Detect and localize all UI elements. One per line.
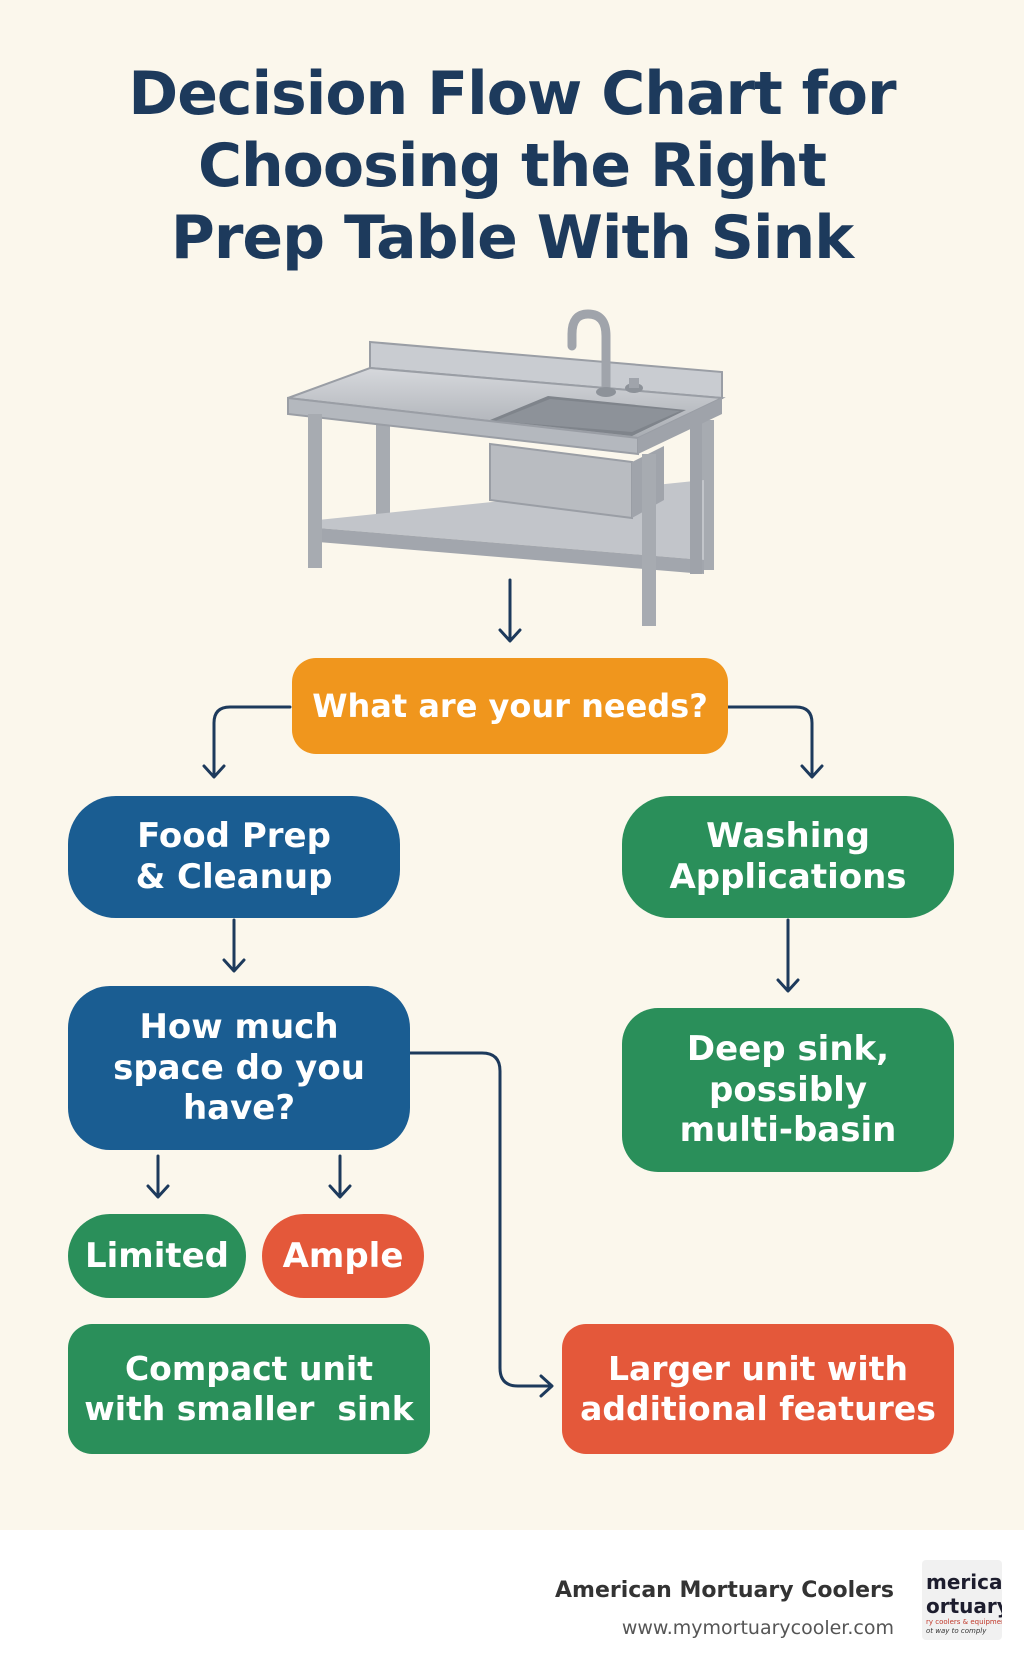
- logo-text-line-1: merican: [926, 1570, 1002, 1594]
- connector-arrows: [146, 578, 824, 1398]
- deep-sink-label-1: Deep sink,: [686, 1028, 890, 1069]
- washing-label-2: Applications: [669, 857, 907, 897]
- compact-unit-node: Compact unit with smaller sink: [68, 1324, 430, 1454]
- limited-node: Limited: [68, 1214, 246, 1298]
- washing-label-1: Washing: [706, 816, 870, 857]
- brand-name: American Mortuary Coolers: [555, 1578, 894, 1603]
- brand-url[interactable]: www.mymortuarycooler.com: [621, 1617, 894, 1639]
- page-title: Decision Flow Chart for Choosing the Rig…: [0, 58, 1024, 274]
- title-line-1: Decision Flow Chart for: [128, 59, 896, 129]
- compact-unit-label-1: Compact unit: [124, 1349, 374, 1389]
- logo-text-line-2: ortuary: [926, 1594, 1002, 1618]
- brand-block: American Mortuary Coolers www.mymortuary…: [555, 1578, 894, 1639]
- food-prep-label-2: & Cleanup: [135, 857, 333, 897]
- food-prep-node: Food Prep & Cleanup: [68, 796, 400, 918]
- limited-label: Limited: [84, 1235, 230, 1276]
- needs-node: What are your needs?: [292, 658, 728, 754]
- larger-unit-label-2: additional features: [580, 1389, 936, 1428]
- title-line-2: Choosing the Right: [197, 131, 827, 201]
- washing-node: Washing Applications: [622, 796, 954, 918]
- food-prep-label-1: Food Prep: [137, 816, 331, 857]
- larger-unit-node: Larger unit with additional features: [562, 1324, 954, 1454]
- space-label-1: How much: [139, 1006, 339, 1047]
- larger-unit-label-1: Larger unit with: [608, 1349, 908, 1389]
- space-node: How much space do you have?: [68, 986, 410, 1150]
- prep-table-sink-illustration: [287, 309, 726, 626]
- ample-label: Ample: [282, 1235, 404, 1276]
- space-label-3: have?: [182, 1088, 296, 1129]
- deep-sink-node: Deep sink, possibly multi-basin: [622, 1008, 954, 1172]
- deep-sink-label-3: multi-basin: [679, 1110, 897, 1151]
- logo-text-line-3: ry coolers & equipment: [926, 1618, 1002, 1626]
- brand-logo: merican ortuary ry coolers & equipment o…: [922, 1560, 1002, 1640]
- needs-label: What are your needs?: [312, 686, 708, 725]
- deep-sink-label-2: possibly: [709, 1069, 867, 1110]
- ample-node: Ample: [262, 1214, 424, 1298]
- space-label-2: space do you: [113, 1047, 365, 1088]
- title-line-3: Prep Table With Sink: [170, 203, 854, 273]
- footer: American Mortuary Coolers www.mymortuary…: [0, 1530, 1024, 1666]
- logo-text-line-4: ot way to comply: [926, 1627, 987, 1635]
- compact-unit-label-2: with smaller sink: [84, 1389, 414, 1428]
